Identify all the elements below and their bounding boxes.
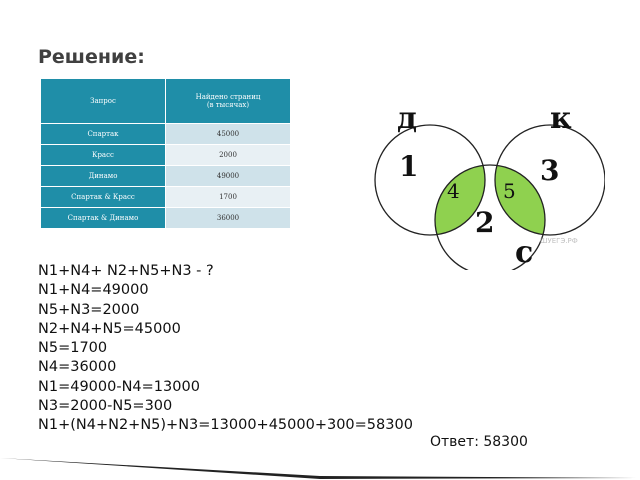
solution-line: N1+(N4+N2+N5)+N3=13000+45000+300=58300: [38, 417, 413, 434]
table-cell-query: Спартак: [40, 123, 166, 145]
circle-c: [434, 164, 546, 270]
solution-title: Решение:: [38, 46, 145, 68]
solution-line: N5=1700: [38, 340, 108, 357]
region-label-2: 2: [475, 206, 494, 239]
table-header-query: Запрос: [40, 78, 166, 124]
venn-diagram: д к с 1 2 3 4 5 ШУЕГЭ.РФ: [374, 101, 605, 270]
table-row: Спартак & Динамо 36000: [40, 207, 291, 229]
table-row: Спартак & Красс 1700: [40, 186, 291, 208]
region-label-3: 3: [540, 154, 559, 187]
table-cell-pages: 36000: [165, 207, 291, 229]
table-cell-query: Спартак & Красс: [40, 186, 166, 208]
overlap-region-4: [435, 165, 485, 235]
circle-d: [374, 124, 486, 236]
solution-line: N2+N4+N5=45000: [38, 320, 181, 337]
region-label-4: 4: [447, 179, 460, 203]
solution-line: N1=49000-N4=13000: [38, 378, 200, 395]
table-header-pages: Найдено страниц (в тысячах): [165, 78, 291, 124]
solution-line: N4=36000: [38, 359, 117, 376]
table-cell-query: Красс: [40, 144, 166, 166]
table-row: Красс 2000: [40, 144, 291, 166]
table-cell-pages: 45000: [165, 123, 291, 145]
decorative-swoosh: [0, 458, 640, 479]
circle-k: [494, 124, 605, 236]
table-cell-pages: 2000: [165, 144, 291, 166]
table-row: Спартак 45000: [40, 123, 291, 145]
table-row: Динамо 49000: [40, 165, 291, 187]
overlap-region-5: [495, 165, 545, 235]
table-cell-pages: 49000: [165, 165, 291, 187]
table-cell-query: Спартак & Динамо: [40, 207, 166, 229]
solution-lines: N1+N4+ N2+N5+N3 - ? N1+N4=49000 N5+N3=20…: [38, 262, 413, 436]
region-label-5: 5: [503, 179, 516, 203]
region-label-1: 1: [399, 150, 418, 183]
table-cell-pages: 1700: [165, 186, 291, 208]
label-k: к: [550, 101, 572, 136]
watermark: ШУЕГЭ.РФ: [540, 237, 578, 245]
solution-line: N1+N4+ N2+N5+N3 - ?: [38, 263, 214, 279]
table-cell-query: Динамо: [40, 165, 166, 187]
solution-line: N5+N3=2000: [38, 301, 140, 318]
search-results-table: Запрос Найдено страниц (в тысячах) Спарт…: [40, 78, 291, 229]
answer-text: Ответ: 58300: [430, 434, 528, 450]
label-d: д: [397, 101, 417, 136]
solution-line: N3=2000-N5=300: [38, 398, 173, 415]
solution-line: N1+N4=49000: [38, 282, 149, 299]
label-c: с: [515, 235, 533, 270]
